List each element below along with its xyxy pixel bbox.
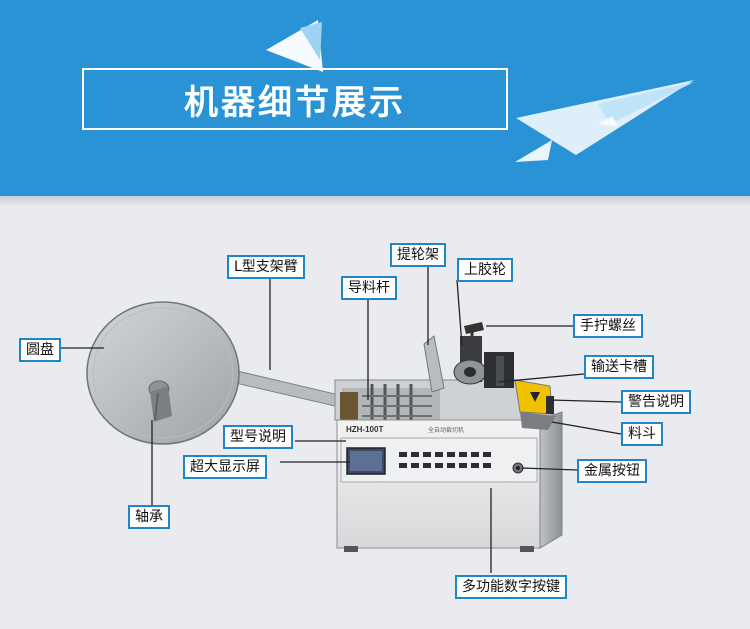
callout-metal-button: 金属按钮 bbox=[577, 459, 647, 483]
cutting-machine bbox=[334, 322, 563, 552]
header-shadow-band bbox=[0, 196, 750, 206]
callout-keypad: 多功能数字按键 bbox=[455, 575, 567, 599]
panel-caption-text: 全自动裁切机 bbox=[428, 426, 464, 434]
page-title: 机器细节展示 bbox=[184, 82, 406, 123]
callout-disc: 圆盘 bbox=[19, 338, 61, 362]
callout-upper-wheel: 上胶轮 bbox=[457, 258, 513, 282]
callout-warning: 警告说明 bbox=[621, 390, 691, 414]
decorative-triangles bbox=[266, 20, 694, 162]
callout-l-arm: L型支架臂 bbox=[227, 255, 305, 279]
leader-lines bbox=[60, 266, 622, 573]
callout-hopper: 料斗 bbox=[621, 422, 663, 446]
callout-model-desc: 型号说明 bbox=[223, 425, 293, 449]
callout-feed-rod: 导料杆 bbox=[341, 276, 397, 300]
callout-wheel-frame: 提轮架 bbox=[390, 243, 446, 267]
title-frame: 机器细节展示 bbox=[82, 68, 508, 130]
header-banner: 机器细节展示 bbox=[0, 0, 750, 196]
callout-big-display: 超大显示屏 bbox=[183, 455, 267, 479]
callout-feed-slot: 输送卡槽 bbox=[584, 355, 654, 379]
callout-bearing: 轴承 bbox=[128, 505, 170, 529]
model-plate-text: HZH-100T bbox=[346, 425, 383, 434]
disc-spool bbox=[86, 301, 240, 445]
callout-hand-screw: 手拧螺丝 bbox=[573, 314, 643, 338]
